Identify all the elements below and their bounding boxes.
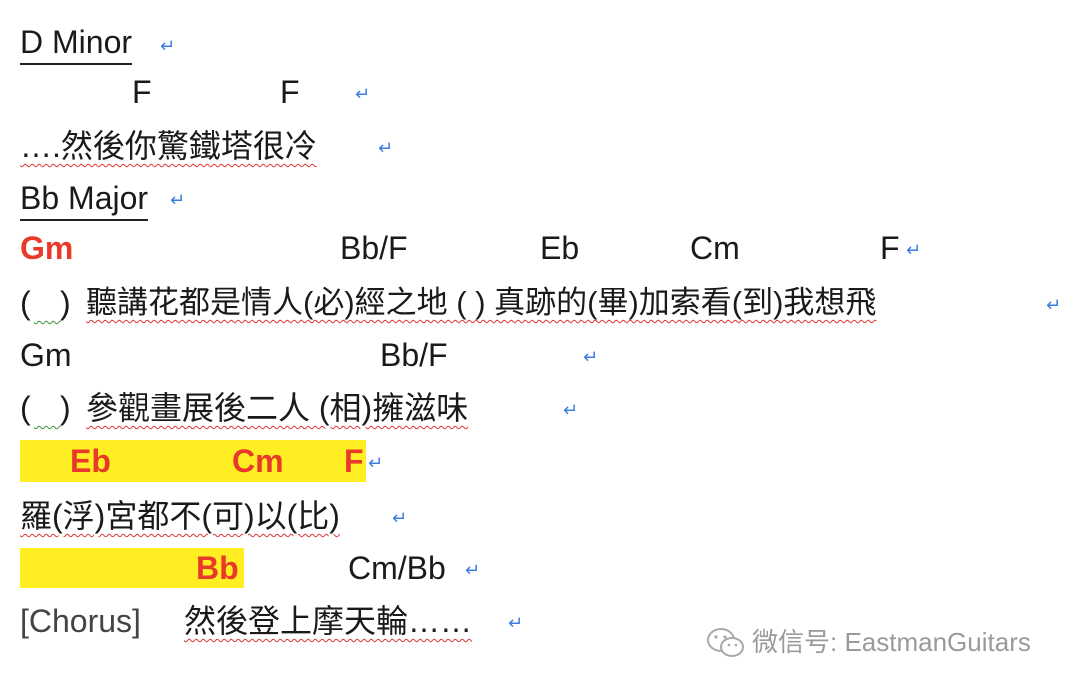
return-mark-icon: ↵ <box>465 560 481 580</box>
return-mark-icon: ↵ <box>1046 295 1062 315</box>
lyric-line: 羅(浮)宮都不(可)以(比) <box>20 498 340 534</box>
chord: F <box>280 74 300 110</box>
return-mark-icon: ↵ <box>368 453 384 473</box>
highlight-band <box>20 548 244 588</box>
return-mark-icon: ↵ <box>170 190 186 210</box>
blank-space <box>34 388 61 428</box>
chord: Gm <box>20 337 72 373</box>
chord: Bb/F <box>380 337 448 373</box>
blank-paren-open: ( <box>20 285 31 321</box>
lyric-line: ….然後你驚鐵塔很冷 <box>20 128 317 164</box>
lyric-line: 聽講花都是情人(必)經之地 ( ) 真跡的(畢)加索看(到)我想飛 <box>86 285 877 320</box>
highlight-band <box>20 440 366 482</box>
return-mark-icon: ↵ <box>160 36 176 56</box>
chord: F <box>132 74 152 110</box>
blank-paren-close: ) <box>60 285 71 321</box>
key-heading-d-minor: D Minor <box>20 22 133 65</box>
blank-paren-close: ) <box>60 390 71 426</box>
wechat-icon <box>707 628 744 657</box>
return-mark-icon: ↵ <box>378 138 394 158</box>
return-mark-icon: ↵ <box>563 400 579 420</box>
chord: Cm <box>690 230 740 266</box>
key-heading-bb-major: Bb Major <box>20 178 149 221</box>
return-mark-icon: ↵ <box>392 508 408 528</box>
chord-highlighted: Bb <box>196 550 239 586</box>
watermark-text: 微信号: EastmanGuitars <box>752 627 1031 657</box>
return-mark-icon: ↵ <box>583 347 599 367</box>
chord: Cm/Bb <box>348 550 446 586</box>
chorus-tag: [Chorus] <box>20 603 141 639</box>
lyric-line: 然後登上摩天輪…… <box>184 603 473 639</box>
chord-highlighted: Cm <box>232 443 284 479</box>
blank-paren-open: ( <box>20 390 31 426</box>
chord-highlighted: Eb <box>70 443 111 479</box>
return-mark-icon: ↵ <box>508 613 524 633</box>
chord-highlighted: F <box>344 443 364 479</box>
return-mark-icon: ↵ <box>906 240 922 260</box>
chord-highlighted: Gm <box>20 230 74 266</box>
chord: F <box>880 230 900 266</box>
chord: Eb <box>540 230 580 266</box>
return-mark-icon: ↵ <box>355 84 371 104</box>
chord: Bb/F <box>340 230 408 266</box>
blank-space <box>34 283 61 323</box>
lyric-line: 參觀畫展後二人 (相)擁滋味 <box>86 390 469 426</box>
